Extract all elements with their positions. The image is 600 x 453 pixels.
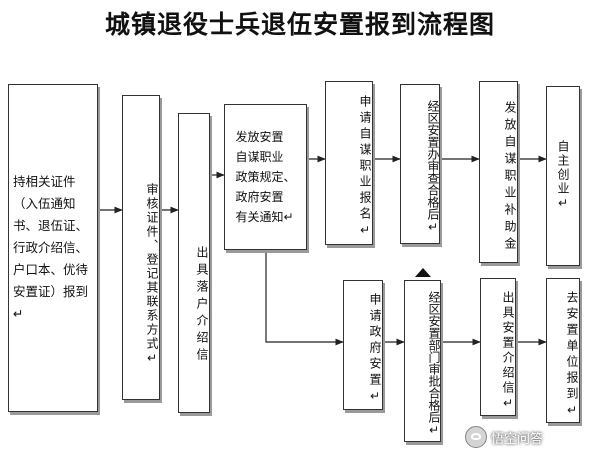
node-review-documents: 审核证件、登记其联系方式↵ <box>122 95 160 400</box>
node-issue-notice-label: 发放安置 自谋职业 政策规定、 政府安置 有关通知↵ <box>229 105 302 249</box>
node-apply-self-employment-label: 申请自谋职业报名↵ <box>358 95 372 241</box>
wukong-logo-icon <box>465 426 487 448</box>
node-issue-household-letter-label: 出具落户介绍信 <box>195 246 209 365</box>
notice-line-1: 发放安置 <box>235 130 284 144</box>
arrow-notice-to-government-placement <box>265 250 344 346</box>
node-issue-placement-letter-label: 出具安置介绍信↵ <box>501 291 515 413</box>
node-issue-subsidy-label: 发放自谋职业补助金 <box>503 100 517 254</box>
triangle-marker-icon <box>415 268 431 277</box>
watermark-text: 悟空问答 <box>491 431 544 447</box>
node-report-to-unit: 去安置单位报到↵ <box>546 278 580 423</box>
node-issue-placement-letter: 出具安置介绍信↵ <box>480 278 516 416</box>
node-hold-documents: 持相关证件（入伍通知书、退伍证、行政介绍信、户口本、优待安置证）报到↵ <box>8 84 98 412</box>
node-self-employment: 自主创业↵ <box>546 86 580 266</box>
node-report-to-unit-label: 去安置单位报到↵ <box>565 290 579 421</box>
node-apply-government-placement: 申请政府安置↵ <box>343 280 383 410</box>
node-district-dept-approval-label: 经区安置部门审批合格后↵ <box>427 291 441 437</box>
node-review-documents-label: 审核证件、登记其联系方式↵ <box>145 183 159 367</box>
notice-line-5: 有关通知↵ <box>235 210 294 224</box>
node-district-office-review-label: 经区安置办审查合格后↵ <box>426 100 440 234</box>
page-title: 城镇退役士兵退伍安置报到流程图 <box>104 10 495 39</box>
watermark: 悟空问答 <box>465 426 543 448</box>
node-issue-notice: 发放安置 自谋职业 政策规定、 政府安置 有关通知↵ <box>224 104 307 250</box>
node-apply-government-placement-label: 申请政府安置↵ <box>368 293 382 407</box>
notice-line-2: 自谋职业 <box>235 150 284 164</box>
node-issue-household-letter: 出具落户介绍信 <box>178 113 210 413</box>
node-issue-subsidy: 发放自谋职业补助金 <box>479 81 518 263</box>
node-district-dept-approval: 经区安置部门审批合格后↵ <box>404 280 441 442</box>
node-apply-self-employment: 申请自谋职业报名↵ <box>325 81 373 245</box>
node-self-employment-label: 自主创业↵ <box>556 140 570 212</box>
node-district-office-review: 经区安置办审查合格后↵ <box>400 84 440 244</box>
notice-line-3: 政策规定、 <box>235 170 296 184</box>
node-hold-documents-label: 持相关证件（入伍通知书、退伍证、行政介绍信、户口本、优待安置证）报到↵ <box>13 174 89 321</box>
notice-line-4: 政府安置 <box>235 190 284 204</box>
